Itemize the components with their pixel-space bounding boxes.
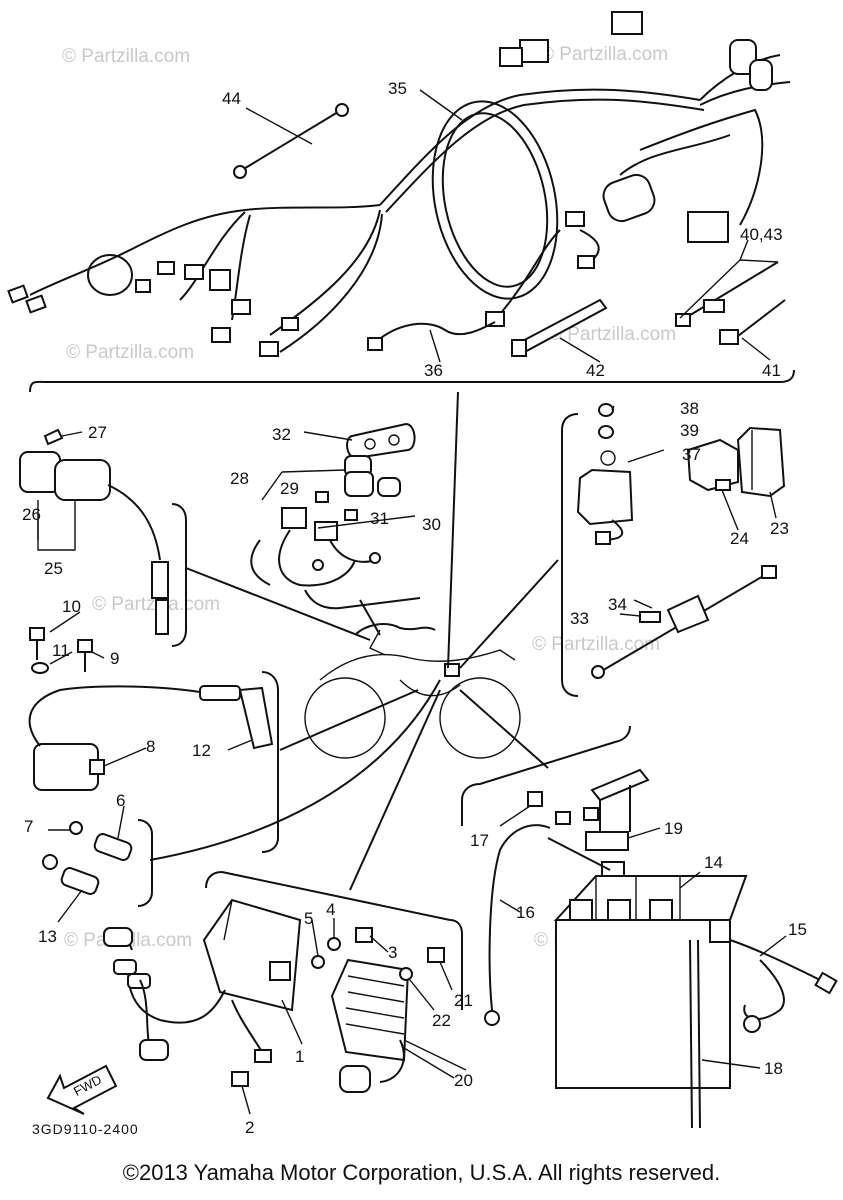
callout-leaders	[37, 89, 787, 1115]
callout-11: 11	[52, 641, 70, 660]
callout-34: 34	[608, 595, 627, 614]
callouts: 1 2 3 4 5 6 7 8 9 10 11 12 13 14 15 16 1…	[22, 79, 807, 1137]
screws-2-3-4-5	[231, 927, 373, 1087]
callout-4: 4	[326, 900, 335, 919]
callout-6: 6	[116, 791, 125, 810]
callout-31: 31	[370, 509, 389, 528]
callout-44: 44	[222, 89, 241, 108]
fwd-arrow: FWD	[46, 1064, 118, 1115]
callout-19: 19	[664, 819, 683, 838]
cdi-unit-1	[103, 871, 451, 1063]
wire-lead-36	[371, 321, 496, 346]
battery-14	[484, 791, 838, 1129]
callout-8: 8	[146, 737, 155, 756]
callout-41: 41	[762, 361, 781, 380]
callout-14: 14	[704, 853, 723, 872]
callout-15: 15	[788, 920, 807, 939]
ignition-coil-8	[28, 671, 279, 853]
diagram-canvas: © Partzilla.com © Partzilla.com © Partzi…	[7, 11, 838, 1137]
callout-10: 10	[62, 597, 81, 616]
group-bracket	[29, 369, 795, 393]
callout-3: 3	[388, 943, 397, 962]
callout-13: 13	[38, 927, 57, 946]
callout-29: 29	[280, 479, 299, 498]
callout-36: 36	[424, 361, 443, 380]
wire-harness	[7, 11, 791, 357]
coil-assembly-25	[19, 428, 187, 647]
clamp-41	[719, 299, 786, 345]
callout-24: 24	[730, 529, 749, 548]
callout-18: 18	[764, 1059, 783, 1078]
callout-1: 1	[295, 1047, 304, 1066]
callout-28: 28	[230, 469, 249, 488]
callout-40-43: 40,43	[740, 225, 783, 244]
callout-17: 17	[470, 831, 489, 850]
watermark: © Partzilla.com	[66, 342, 194, 363]
callout-20: 20	[454, 1071, 473, 1090]
callout-37: 37	[682, 445, 701, 464]
cable-band-40-43	[675, 261, 779, 327]
leader-lines	[149, 391, 559, 891]
callout-21: 21	[454, 991, 473, 1010]
relay-group	[561, 403, 786, 697]
callout-5: 5	[304, 909, 313, 928]
callout-39: 39	[680, 421, 699, 440]
callout-9: 9	[110, 649, 119, 668]
connector-36	[367, 337, 383, 351]
callout-22: 22	[432, 1011, 451, 1030]
callout-32: 32	[272, 425, 291, 444]
watermark: © Partzilla.com	[62, 46, 190, 67]
callout-16: 16	[516, 903, 535, 922]
callout-27: 27	[88, 423, 107, 442]
callout-23: 23	[770, 519, 789, 538]
callout-25: 25	[44, 559, 63, 578]
battery-band-19	[585, 768, 650, 851]
callout-35: 35	[388, 79, 407, 98]
callout-26: 26	[22, 505, 41, 524]
callout-42: 42	[586, 361, 605, 380]
motorcycle-silhouette	[304, 623, 521, 759]
callout-33: 33	[570, 609, 589, 628]
sensor-assembly-28	[250, 422, 421, 610]
rectifier-regulator-20	[330, 919, 463, 1093]
fasteners-9-10-11	[29, 627, 93, 674]
watermark: © Partzilla.com	[540, 44, 668, 65]
battery-bracket	[461, 725, 631, 826]
callout-2: 2	[245, 1118, 254, 1137]
cable-band-42	[511, 298, 608, 357]
watermark: © Partzilla.com	[532, 634, 660, 655]
diagram-code: 3GD9110-2400	[32, 1121, 139, 1137]
wire-lead-44	[233, 103, 349, 179]
switches-6-7-13	[42, 819, 153, 907]
watermark: © Partzilla.com	[548, 324, 676, 345]
callout-7: 7	[24, 817, 33, 836]
callout-12: 12	[192, 741, 211, 760]
callout-30: 30	[422, 515, 441, 534]
copyright-notice: ©2013 Yamaha Motor Corporation, U.S.A. A…	[122, 1160, 721, 1185]
callout-38: 38	[680, 399, 699, 418]
